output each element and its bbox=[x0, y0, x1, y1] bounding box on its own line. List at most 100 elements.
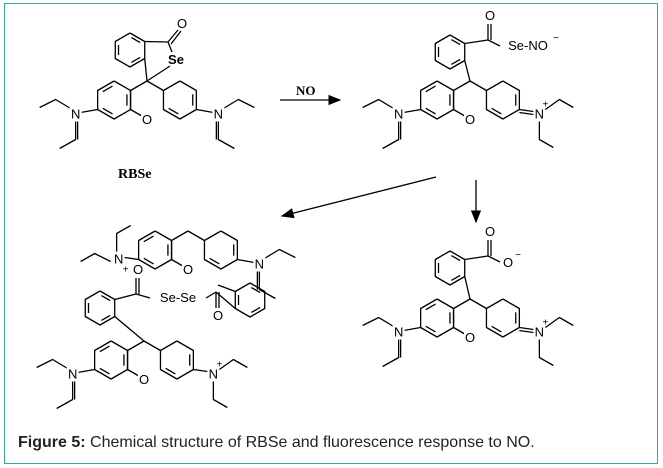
double-bond bbox=[143, 257, 154, 265]
ethyl-chain bbox=[39, 98, 71, 110]
bond bbox=[487, 39, 501, 47]
double-bond bbox=[209, 257, 220, 265]
double-bond bbox=[425, 303, 436, 311]
carbonyl-oxygen-atom-4: O bbox=[213, 308, 223, 323]
iminium-charge-2: + bbox=[542, 100, 548, 111]
bond bbox=[464, 255, 489, 261]
spiro-bond bbox=[144, 58, 148, 82]
iminium-charge-3: + bbox=[123, 265, 129, 276]
diselenide-group: Se-Se bbox=[160, 290, 196, 305]
double-bond bbox=[165, 367, 176, 375]
xanthene-ring-right bbox=[162, 80, 198, 120]
bond bbox=[170, 230, 189, 270]
double-bond bbox=[519, 329, 534, 334]
iminium-charge-5: + bbox=[542, 318, 548, 329]
amine-nitrogen-4: N bbox=[68, 367, 77, 382]
bond bbox=[464, 60, 471, 82]
benzene-ring-5 bbox=[434, 250, 466, 286]
ethyl-chain bbox=[382, 121, 400, 150]
carboxylate-oxygen-atom-2: O bbox=[503, 255, 513, 270]
bond bbox=[114, 293, 137, 301]
carboxylate-charge: − bbox=[515, 250, 521, 261]
bond bbox=[144, 40, 169, 43]
bond bbox=[114, 316, 145, 342]
ethyl-chain bbox=[115, 224, 131, 252]
ethyl-chain bbox=[538, 121, 554, 149]
carbonyl-oxygen-atom-2: O bbox=[485, 8, 495, 23]
double-bond bbox=[451, 58, 461, 66]
ethyl-chain bbox=[223, 98, 255, 110]
ethyl-chain bbox=[538, 339, 554, 367]
double-bond bbox=[193, 368, 208, 373]
double-bond bbox=[451, 254, 461, 262]
figure-frame bbox=[4, 3, 658, 464]
ethyl-chain bbox=[382, 339, 400, 368]
bond bbox=[469, 80, 487, 92]
double-bond bbox=[519, 108, 534, 113]
amine-nitrogen-3: N bbox=[255, 257, 264, 272]
se-no-group: Se-NO bbox=[508, 38, 548, 53]
ethyl-chain bbox=[217, 121, 235, 150]
double-bond bbox=[451, 274, 461, 282]
bond bbox=[403, 326, 421, 332]
bond bbox=[146, 65, 171, 82]
benzene-ring-4 bbox=[84, 290, 116, 326]
bond bbox=[403, 108, 421, 114]
double-bond bbox=[99, 345, 110, 353]
bond bbox=[77, 368, 95, 374]
figure-caption: Figure 5: Chemical structure of RBSe and… bbox=[18, 434, 535, 452]
ethyl-chain bbox=[264, 248, 296, 260]
amine-nitrogen-left-2: N bbox=[394, 107, 403, 122]
ring-oxygen-atom: O bbox=[139, 372, 149, 387]
bond bbox=[487, 255, 501, 263]
bond bbox=[129, 80, 148, 120]
double-bond bbox=[451, 38, 461, 46]
double-bond bbox=[251, 286, 261, 294]
se-no-charge: − bbox=[553, 33, 559, 44]
bond bbox=[464, 276, 471, 300]
ethyl-chain bbox=[36, 358, 68, 370]
double-bond bbox=[124, 256, 139, 261]
carbonyl-bond bbox=[170, 30, 182, 45]
xanthene-ring-left bbox=[419, 80, 455, 120]
ethyl-chain bbox=[59, 121, 77, 150]
bond bbox=[464, 39, 489, 45]
caption-label: Figure 5: bbox=[18, 434, 86, 451]
ethyl-chain bbox=[258, 271, 276, 300]
carboxylate-oxygen-atom: O bbox=[485, 224, 495, 239]
compound-label: RBSe bbox=[118, 167, 151, 182]
carbonyl-oxygen-atom: O bbox=[177, 16, 187, 31]
bond bbox=[126, 340, 145, 380]
ring-oxygen-atom: O bbox=[183, 262, 193, 277]
bond bbox=[205, 291, 217, 299]
amine-nitrogen-left: N bbox=[71, 107, 80, 122]
iminium-nitrogen-5: N bbox=[535, 325, 544, 340]
iminium-nitrogen-3: N bbox=[114, 252, 123, 267]
benzene-ring-3 bbox=[234, 282, 266, 318]
bond bbox=[80, 108, 98, 114]
benzene-ring-2 bbox=[434, 34, 466, 70]
bond bbox=[135, 293, 151, 299]
carbonyl-oxygen-atom-3: O bbox=[133, 262, 143, 277]
xanthene-ring-right bbox=[159, 340, 195, 380]
double-bond bbox=[425, 85, 436, 93]
bond bbox=[217, 284, 236, 293]
double-bond bbox=[519, 326, 534, 331]
ethyl-chain bbox=[218, 358, 248, 371]
double-bond bbox=[102, 107, 113, 115]
xanthene-ring-right bbox=[485, 298, 521, 338]
ring-oxygen-atom: O bbox=[142, 112, 152, 127]
xanthene-ring-right bbox=[485, 80, 521, 120]
ring-oxygen-atom: O bbox=[465, 112, 475, 127]
xanthene-ring-left bbox=[137, 230, 173, 270]
xanthene-ring-left bbox=[96, 80, 132, 120]
ethyl-chain bbox=[362, 98, 394, 110]
ring-oxygen-atom: O bbox=[465, 330, 475, 345]
arrow-to-diselenide bbox=[280, 176, 437, 219]
bond bbox=[452, 298, 471, 338]
reagent-label: NO bbox=[296, 83, 316, 98]
bond bbox=[196, 108, 214, 114]
double-bond bbox=[99, 367, 110, 375]
double-bond bbox=[425, 325, 436, 333]
